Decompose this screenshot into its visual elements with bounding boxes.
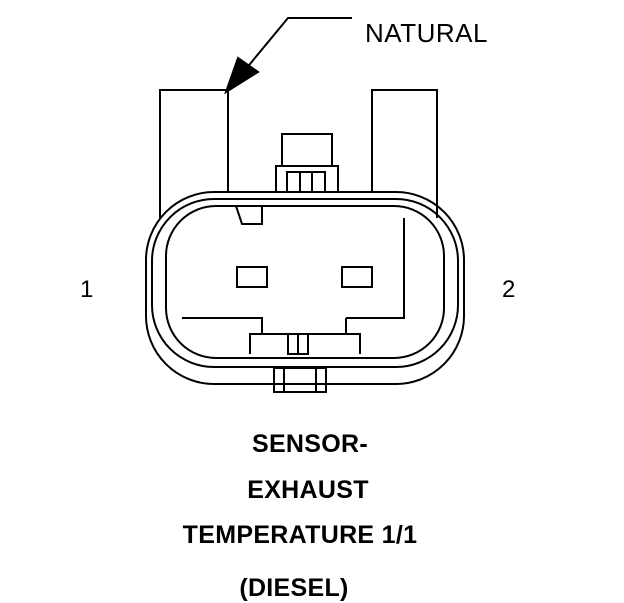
color-callout-label: NATURAL [365, 18, 488, 48]
pin-1-label: 1 [80, 276, 94, 303]
bottom-key-inner [283, 367, 317, 393]
top-key-outer [281, 133, 333, 167]
pin-2-label: 2 [502, 276, 516, 303]
caption-line-3: TEMPERATURE 1/1 [182, 521, 418, 549]
caption-line-2: EXHAUST [247, 476, 369, 504]
caption-line-4: (DIESEL) [239, 574, 349, 602]
bottom-latch-frame [249, 333, 361, 354]
bottom-inner-left-step [182, 317, 263, 334]
right-latch-bracket [371, 89, 438, 218]
top-key-notch [286, 171, 326, 192]
callout-leader-line [244, 17, 352, 71]
housing-outer-shell [145, 191, 465, 385]
pin-2-cavity [341, 266, 373, 288]
top-key-inner [275, 165, 339, 192]
bottom-key-outer [273, 367, 327, 393]
right-inner-rail [346, 218, 405, 319]
left-latch-bracket [159, 89, 229, 218]
housing-inner-cavity [165, 205, 445, 359]
housing-shell [151, 198, 459, 368]
callout-arrowhead [224, 56, 260, 95]
pin-1-cavity [236, 266, 268, 288]
caption-line-1: SENSOR- [251, 430, 368, 458]
polarizing-tab [235, 205, 263, 225]
